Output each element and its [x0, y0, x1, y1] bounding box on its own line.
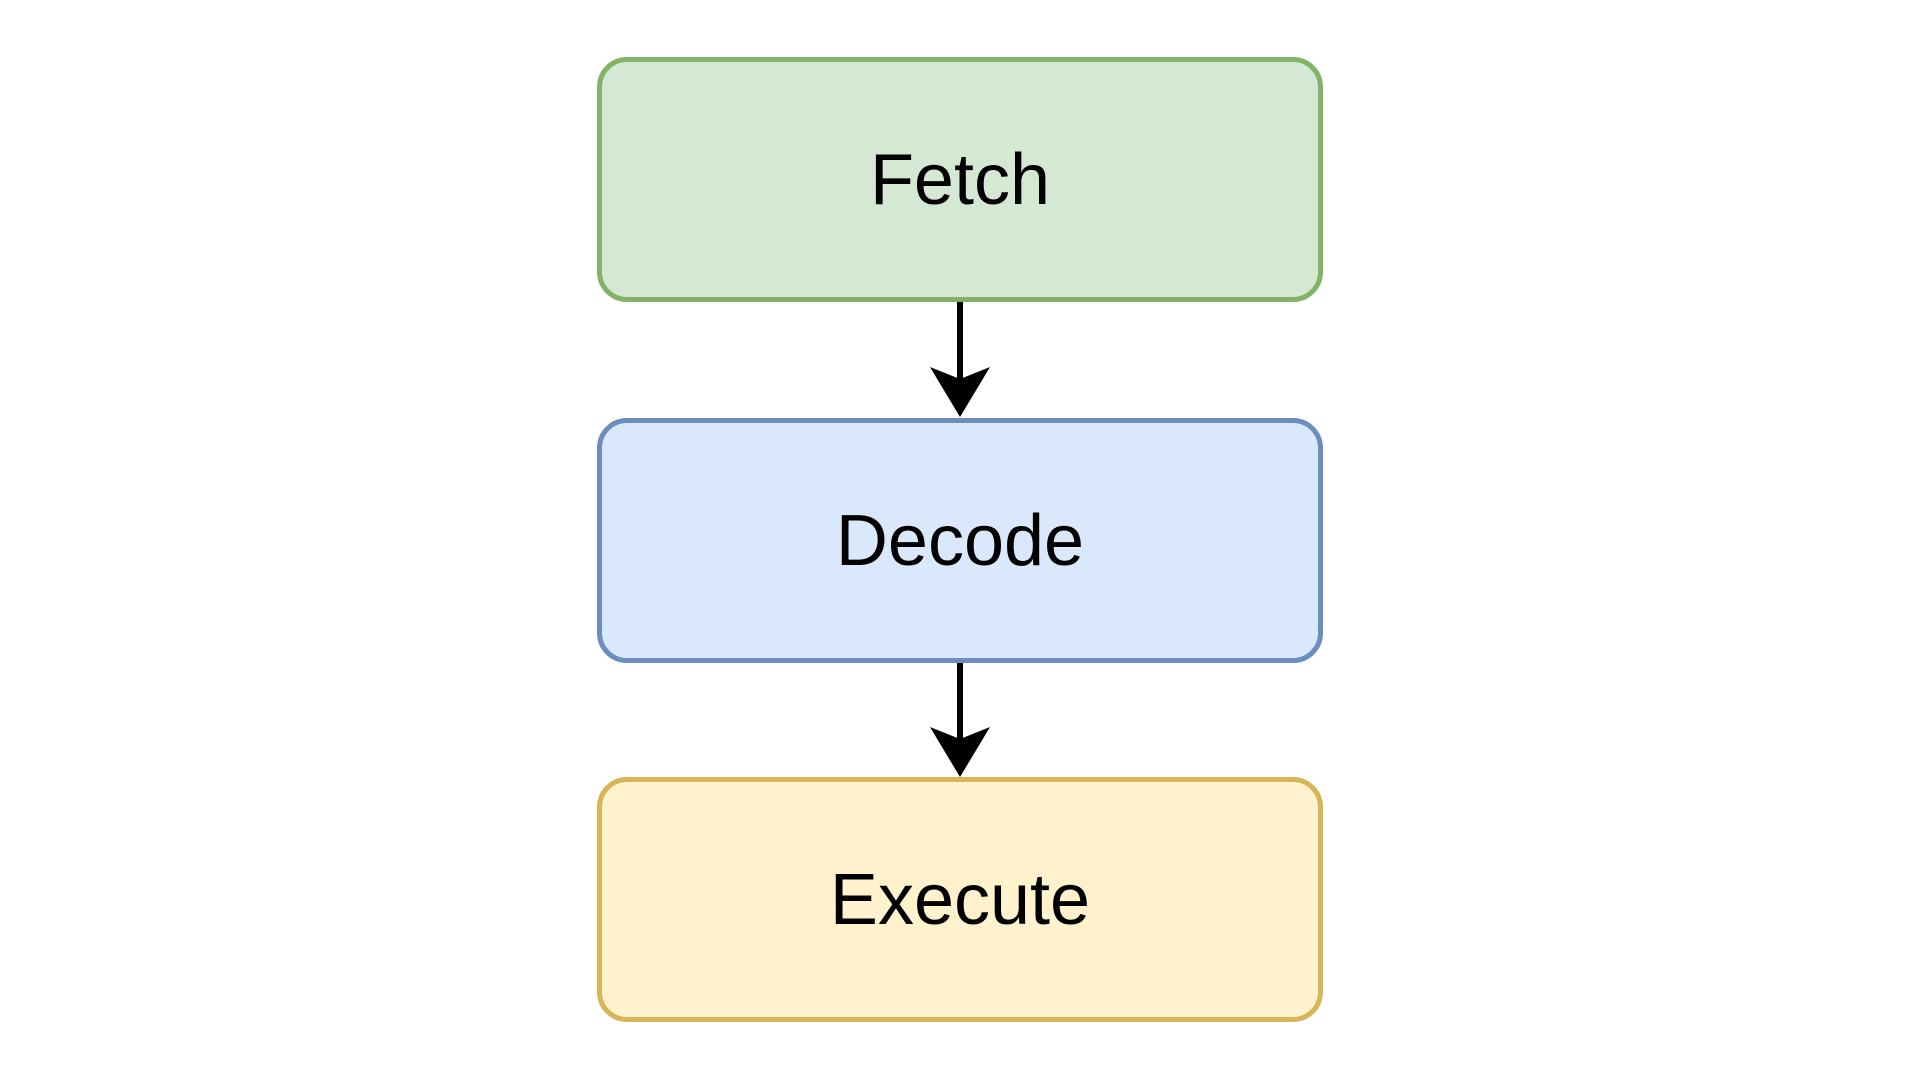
edge-arrowhead-decode-execute — [930, 727, 990, 777]
node-execute: Execute — [597, 777, 1323, 1022]
node-execute-label: Execute — [829, 859, 1091, 940]
edge-decode-to-execute — [930, 661, 990, 777]
edge-fetch-to-decode — [930, 300, 990, 417]
edge-arrowhead-fetch-decode — [930, 367, 990, 417]
node-decode: Decode — [597, 418, 1323, 663]
node-decode-label: Decode — [835, 500, 1085, 581]
node-fetch-label: Fetch — [869, 139, 1051, 220]
node-fetch: Fetch — [597, 57, 1323, 302]
